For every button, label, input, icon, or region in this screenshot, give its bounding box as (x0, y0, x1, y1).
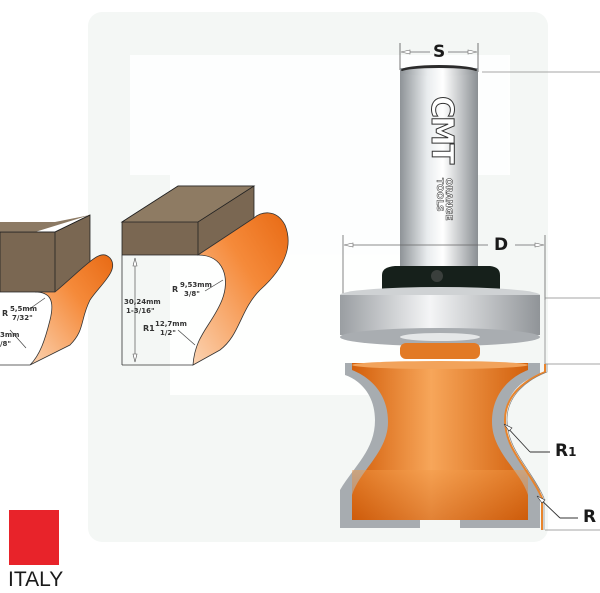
profile-large-drawing (9, 185, 289, 366)
profile-large-height-inch: 1-3/16" (126, 307, 155, 315)
cutting-diameter-label: D (494, 235, 509, 255)
profile-large-r1-inch: 1/2" (160, 329, 176, 337)
profile-small-r-inch: 7/32" (12, 314, 33, 322)
profile-large-r-inch: 3/8" (184, 290, 200, 298)
italy-flag-badge (9, 510, 59, 565)
radius-main-label: R (583, 507, 597, 527)
profile-small-drawing (0, 214, 113, 366)
origin-label: ITALY (8, 568, 64, 591)
profile-small-r1-mm: 3mm (0, 331, 20, 339)
profile-small-r1-inch: /8" (0, 340, 12, 348)
shank-diameter-label: S (433, 42, 446, 62)
radius-1-subscript: 1 (568, 445, 577, 459)
profile-small-r-mm: 5,5mm (10, 305, 37, 313)
profile-large-r1-mm: 12,7mm (155, 320, 187, 328)
brand-subtitle: ORANGE TOOLS (434, 178, 454, 221)
profile-large-r-label: R (172, 285, 179, 294)
radius-1-label: R1 (555, 441, 576, 461)
profile-small-r-label: R (2, 309, 9, 318)
radius-1-letter: R (555, 441, 569, 461)
router-bit (340, 43, 600, 531)
profile-large-height-mm: 30,24mm (124, 298, 161, 306)
profile-large-r-mm: 9,53mm (180, 281, 212, 289)
profile-large-r1-label: R1 (143, 324, 155, 333)
brand-logo: CMT (424, 96, 460, 163)
